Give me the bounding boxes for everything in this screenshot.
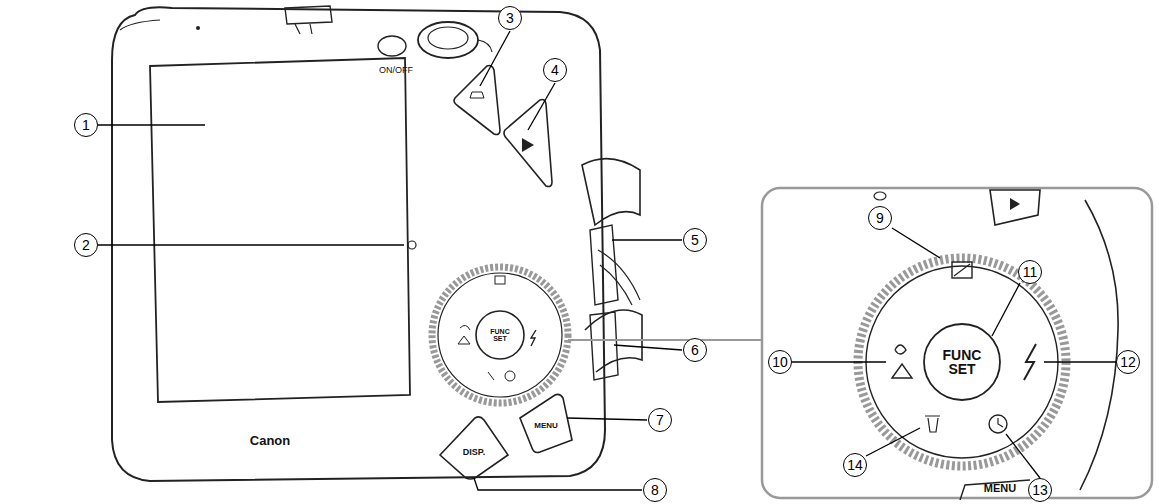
callout-number: 6 bbox=[691, 343, 699, 357]
callout-circle: 9 bbox=[868, 206, 892, 230]
callout-circle: 8 bbox=[643, 478, 667, 502]
callout-number: 8 bbox=[651, 483, 659, 497]
callout-circle: 14 bbox=[843, 453, 867, 477]
callout-circle: 5 bbox=[683, 228, 707, 252]
printed-marking: DISP. bbox=[463, 448, 485, 457]
callout-circle: 12 bbox=[1116, 350, 1140, 374]
callout-number: 14 bbox=[847, 458, 863, 472]
callout-circle: 13 bbox=[1028, 478, 1052, 502]
callout-circle: 1 bbox=[74, 113, 98, 137]
callout-circle: 4 bbox=[543, 58, 567, 82]
callout-circle: 10 bbox=[768, 350, 792, 374]
printed-marking: FUNC SET bbox=[939, 348, 985, 376]
printed-marking: Canon bbox=[250, 434, 290, 447]
callout-number: 4 bbox=[551, 63, 559, 77]
printed-marking: ON/OFF bbox=[379, 66, 413, 75]
callout-number: 2 bbox=[82, 238, 90, 252]
callout-circle: 2 bbox=[74, 233, 98, 257]
printed-marking: FUNC SET bbox=[487, 328, 513, 342]
callout-number: 9 bbox=[876, 211, 884, 225]
callout-number: 1 bbox=[82, 118, 90, 132]
callout-number: 13 bbox=[1032, 483, 1048, 497]
callout-circle: 11 bbox=[1018, 260, 1042, 284]
callout-circle: 3 bbox=[498, 6, 522, 30]
callout-circle: 6 bbox=[683, 338, 707, 362]
callout-number: 10 bbox=[772, 355, 788, 369]
callout-number: 11 bbox=[1023, 265, 1038, 279]
callout-number: 5 bbox=[691, 233, 699, 247]
callout-number: 7 bbox=[656, 413, 664, 427]
printed-marking: MENU bbox=[984, 483, 1016, 494]
callout-circle: 7 bbox=[648, 408, 672, 432]
callout-number: 12 bbox=[1120, 355, 1136, 369]
printed-marking: MENU bbox=[534, 422, 558, 430]
callout-number: 3 bbox=[506, 11, 514, 25]
